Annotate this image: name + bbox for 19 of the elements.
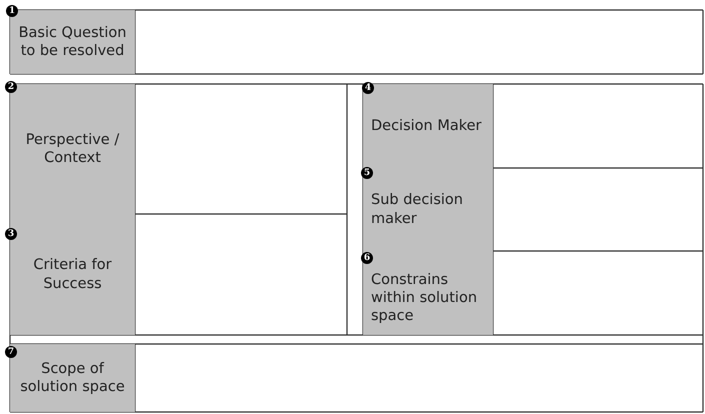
- label-cell: [10, 344, 135, 412]
- number-badge: 1: [6, 5, 18, 17]
- number-badge: 4: [362, 82, 374, 94]
- cell-label: Decision Maker: [371, 116, 482, 136]
- label-cell: [10, 214, 135, 335]
- label-cell: [363, 251, 493, 335]
- cell-label: Sub decision maker: [371, 191, 464, 228]
- number-badge: 6: [361, 252, 373, 264]
- cell-label: Scope of solution space: [19, 360, 126, 396]
- number-badge: 3: [5, 228, 17, 240]
- number-badge: 2: [5, 81, 17, 93]
- cell-label: Constrains within solution space: [371, 270, 478, 326]
- number-badge: 7: [5, 346, 17, 358]
- label-cell: [10, 84, 135, 214]
- label-cell: [363, 84, 493, 168]
- cell-label: Criteria for Success: [32, 256, 113, 293]
- number-badge: 5: [361, 167, 373, 179]
- cell-label: Perspective / Context: [24, 130, 120, 168]
- cell-label: Basic Question to be resolved: [18, 24, 128, 60]
